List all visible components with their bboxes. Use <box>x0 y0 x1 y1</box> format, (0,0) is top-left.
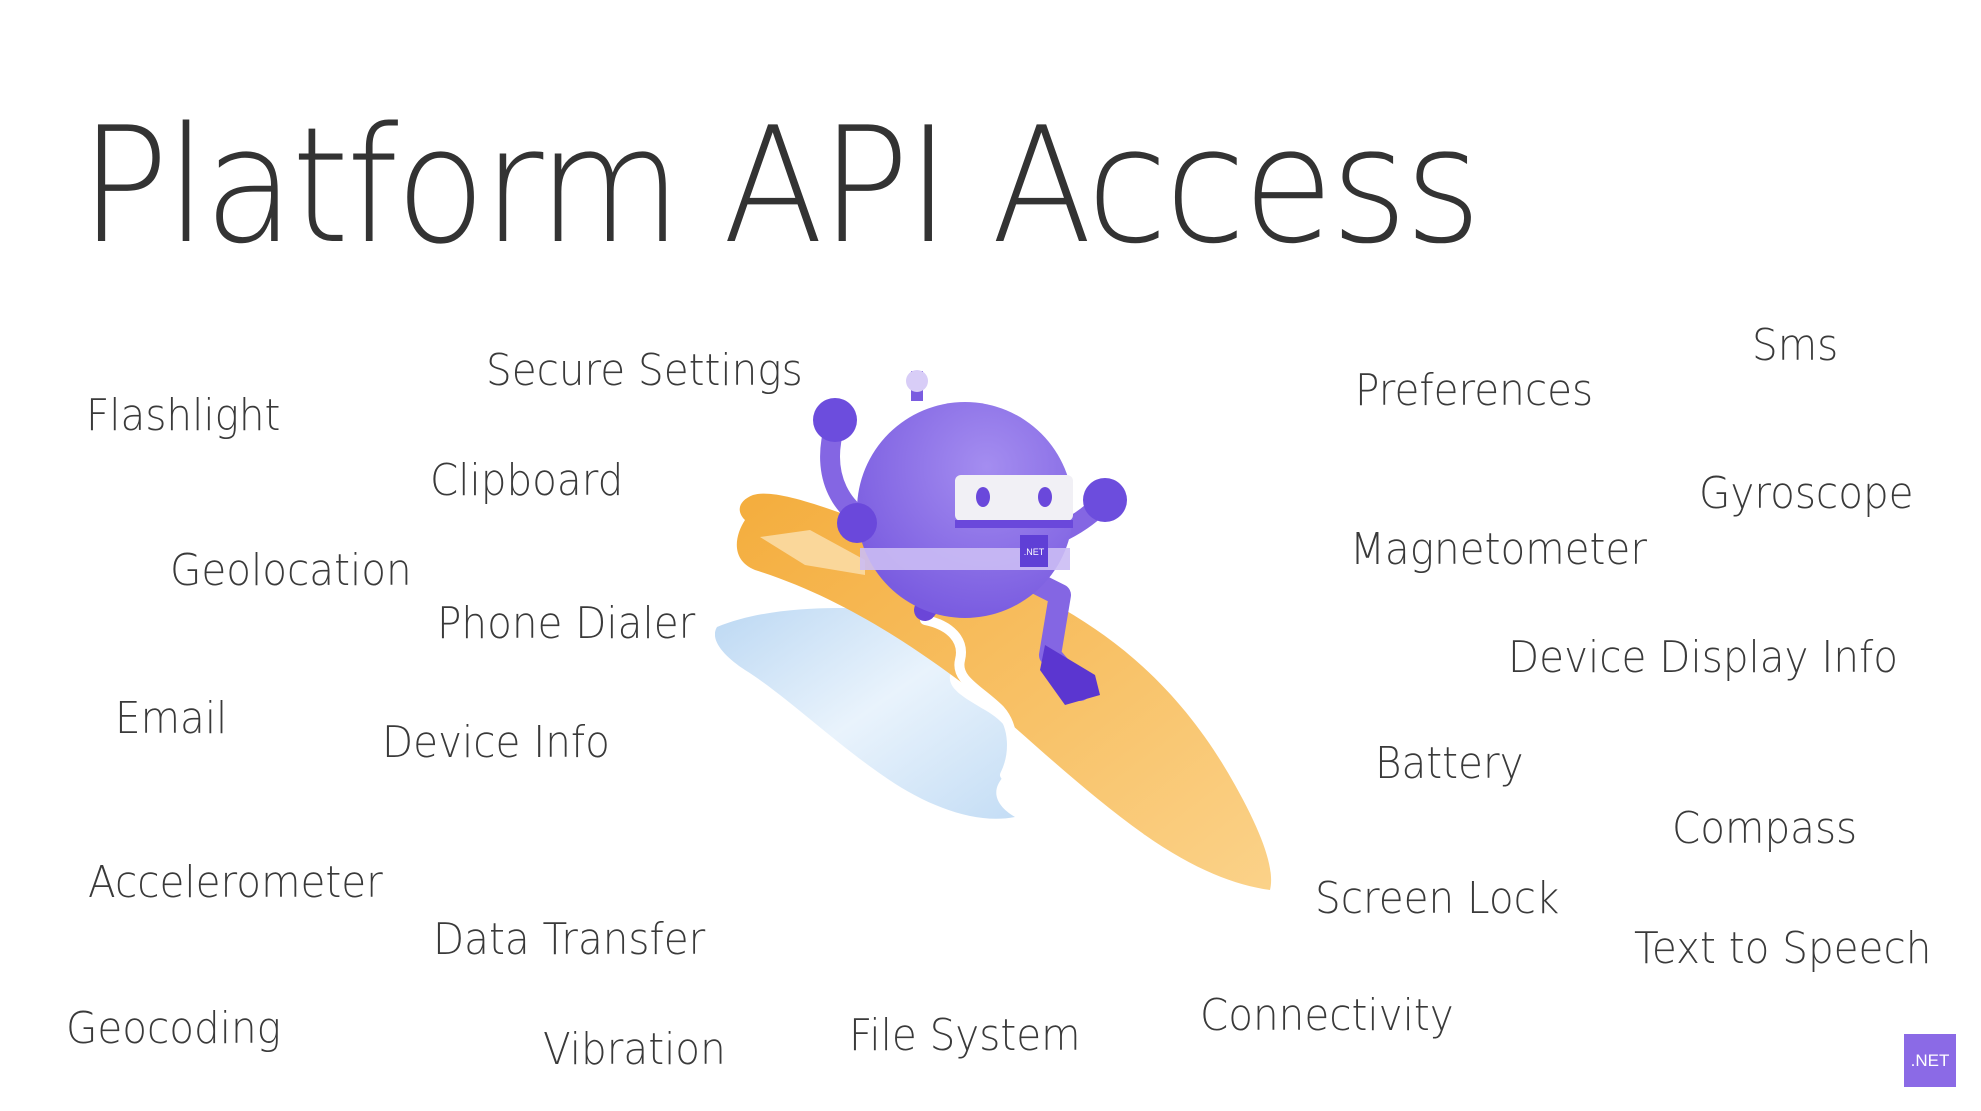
bot-dotnet-tag-text: .NET <box>1024 547 1045 557</box>
dotnet-bot-surfing-illustration: .NET <box>715 370 1272 890</box>
api-label-file-system: File System <box>849 1010 1081 1061</box>
bot-dotnet-tag <box>1020 535 1048 567</box>
api-label-preferences: Preferences <box>1355 365 1594 416</box>
api-label-screen-lock: Screen Lock <box>1315 873 1560 924</box>
bot-hand-right <box>1083 478 1127 522</box>
api-label-connectivity: Connectivity <box>1200 990 1454 1041</box>
api-label-battery: Battery <box>1375 738 1524 789</box>
bot-belt <box>860 548 1070 570</box>
api-label-phone-dialer: Phone Dialer <box>437 598 696 649</box>
bot-hand-left <box>813 398 857 442</box>
api-label-device-info: Device Info <box>382 717 610 768</box>
bot-ear <box>837 503 877 543</box>
surfboard-shape <box>736 493 1272 890</box>
api-label-sms: Sms <box>1752 320 1839 371</box>
api-label-magnetometer: Magnetometer <box>1350 524 1647 575</box>
surfboard-stripe <box>760 530 865 575</box>
api-label-flashlight: Flashlight <box>86 390 281 441</box>
bot-antenna-ball <box>906 370 928 392</box>
bot-foot-right <box>1040 645 1100 705</box>
api-label-device-display-info: Device Display Info <box>1508 632 1899 683</box>
api-label-secure-settings: Secure Settings <box>486 345 803 396</box>
api-label-geocoding: Geocoding <box>66 1003 281 1054</box>
bot-visor <box>955 475 1073 521</box>
api-label-compass: Compass <box>1672 803 1858 854</box>
api-label-gyroscope: Gyroscope <box>1699 468 1914 519</box>
api-label-text-to-speech: Text to Speech <box>1634 923 1932 974</box>
wave-splash <box>920 615 1017 780</box>
dotnet-logo-badge: .NET <box>1904 1034 1956 1087</box>
api-label-vibration: Vibration <box>543 1024 726 1075</box>
api-label-accelerometer: Accelerometer <box>88 857 383 908</box>
slide-title: Platform API Access <box>80 92 1481 279</box>
api-label-geolocation: Geolocation <box>170 545 412 596</box>
api-label-data-transfer: Data Transfer <box>433 914 706 965</box>
api-label-clipboard: Clipboard <box>430 455 624 506</box>
api-label-email: Email <box>115 693 228 744</box>
